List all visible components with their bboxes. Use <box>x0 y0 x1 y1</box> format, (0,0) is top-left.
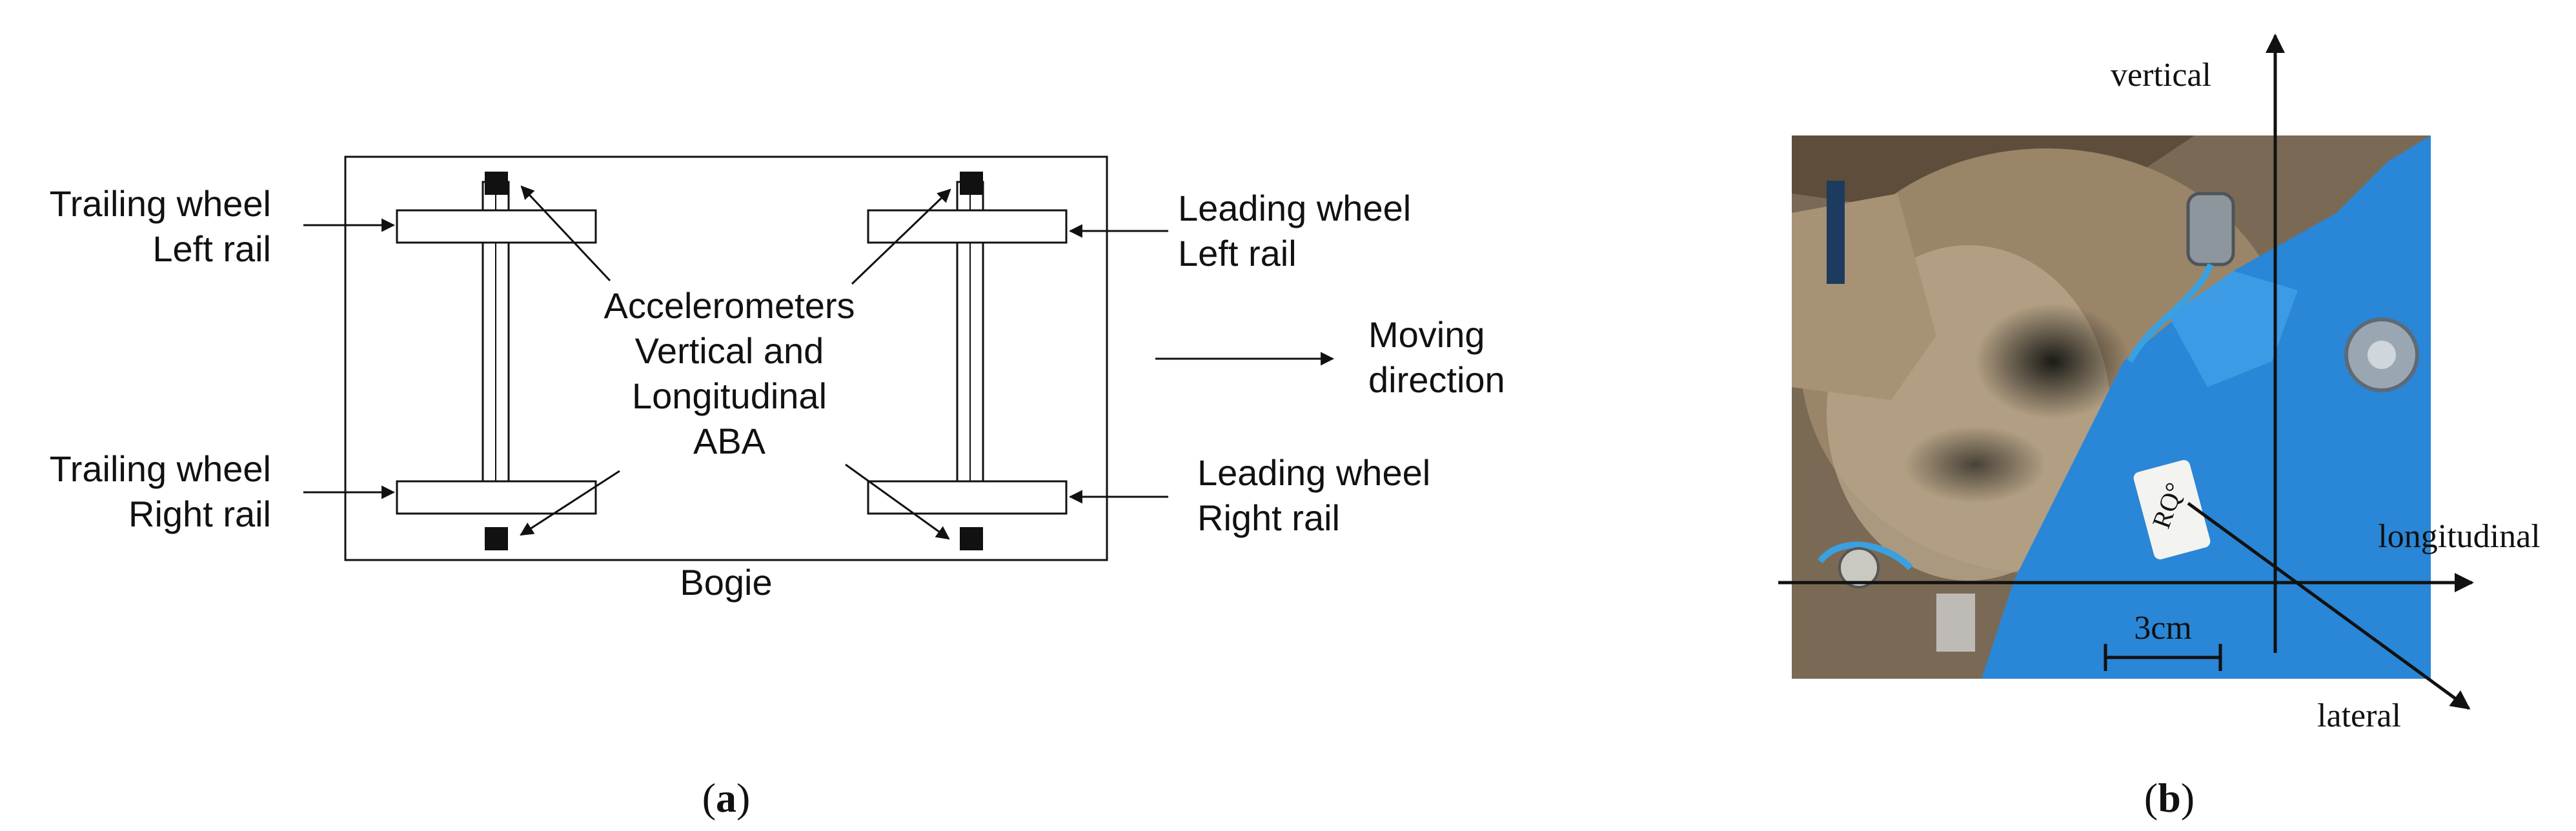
leading-right-label-1: Leading wheel <box>1197 452 1430 493</box>
accelerometer-trailing-right <box>485 527 508 550</box>
moving-direction-label-1: Moving <box>1368 314 1485 355</box>
lateral-axis-label: lateral <box>2317 697 2401 734</box>
accelerometer-leading-left <box>960 172 983 195</box>
leading-left-label-2: Left rail <box>1178 233 1297 274</box>
lateral-axis <box>2187 501 2471 710</box>
trailing-wheel-right <box>396 480 597 515</box>
trailing-left-label-2: Left rail <box>152 228 271 269</box>
svg-text:(a): (a) <box>702 775 751 821</box>
accelerometers-label-2: Vertical and <box>635 330 824 371</box>
arrow-accel-trailing-bottom <box>520 470 620 536</box>
panel-b: RQ° 3cm vertical longitudinal lateral <box>1778 34 2541 821</box>
accelerometers-label-4: ABA <box>693 421 766 461</box>
accelerometers-label-1: Accelerometers <box>603 285 855 326</box>
trailing-right-label-2: Right rail <box>128 494 271 534</box>
bogie-frame <box>344 155 1108 561</box>
trailing-left-label-1: Trailing wheel <box>50 183 271 224</box>
leading-wheel-right <box>867 480 1068 515</box>
label-arrows <box>303 185 1335 540</box>
svg-text:(b): (b) <box>2144 775 2195 821</box>
moving-direction-label-2: direction <box>1368 359 1505 400</box>
arrow-accel-trailing-top <box>520 185 611 282</box>
bogie-label: Bogie <box>680 562 772 603</box>
caption-b-letter: b <box>2158 775 2181 821</box>
accelerometers-label-3: Longitudinal <box>632 375 827 416</box>
caption-a-letter: a <box>716 775 736 821</box>
arrow-accel-leading-bottom <box>845 463 950 540</box>
accelerometer-trailing-left <box>485 172 508 195</box>
arrow-accel-leading-top <box>851 188 951 285</box>
leading-wheel-left <box>867 209 1068 244</box>
axes <box>1778 34 2474 710</box>
trailing-right-label-1: Trailing wheel <box>50 448 271 489</box>
leading-left-label-1: Leading wheel <box>1178 188 1411 228</box>
leading-right-label-2: Right rail <box>1197 497 1340 538</box>
accelerometer-leading-right <box>960 527 983 550</box>
trailing-wheel-left <box>396 209 597 244</box>
scale-bar <box>2104 644 2222 671</box>
sensor-photo: RQ° <box>1792 135 2431 679</box>
panel-a: Trailing wheel Left rail Trailing wheel … <box>50 155 1505 821</box>
scale-bar-label: 3cm <box>2134 610 2192 646</box>
caption-a: (a) <box>702 775 751 821</box>
caption-b: (b) <box>2144 775 2195 821</box>
trailing-axle <box>396 172 597 550</box>
leading-axle <box>867 172 1068 550</box>
vertical-axis-label: vertical <box>2111 57 2211 94</box>
longitudinal-axis-label: longitudinal <box>2378 518 2540 555</box>
